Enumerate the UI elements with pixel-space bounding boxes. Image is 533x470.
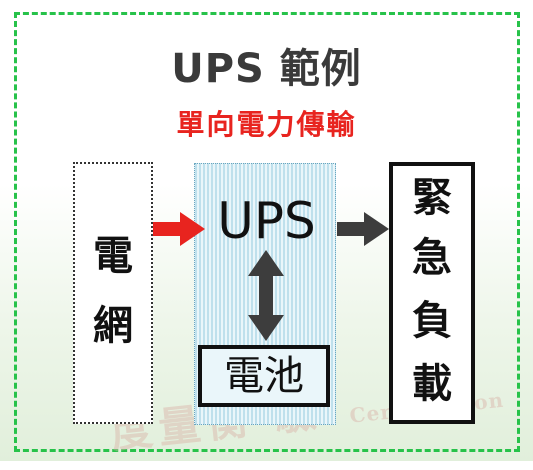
page-title: UPS 範例 <box>171 46 362 92</box>
load-char-2: 急 <box>412 235 452 281</box>
battery-label: 電池 <box>224 353 304 399</box>
load-char-3: 負 <box>412 298 452 344</box>
power-grid-box: 電 網 <box>73 162 153 424</box>
emergency-load-box: 緊 急 負 載 <box>389 162 475 424</box>
arrow-ups-battery <box>248 250 284 341</box>
arrow-grid-to-ups <box>153 212 205 246</box>
dashed-frame <box>14 12 520 452</box>
page-subtitle: 單向電力傳輸 <box>176 108 357 141</box>
grid-char-1: 電 <box>93 233 133 279</box>
battery-box: 電池 <box>198 345 330 407</box>
ups-label: UPS <box>217 192 316 250</box>
arrow-ups-to-load <box>337 212 389 246</box>
load-char-1: 緊 <box>412 175 452 221</box>
load-char-4: 載 <box>412 361 452 407</box>
grid-char-2: 網 <box>93 303 133 349</box>
